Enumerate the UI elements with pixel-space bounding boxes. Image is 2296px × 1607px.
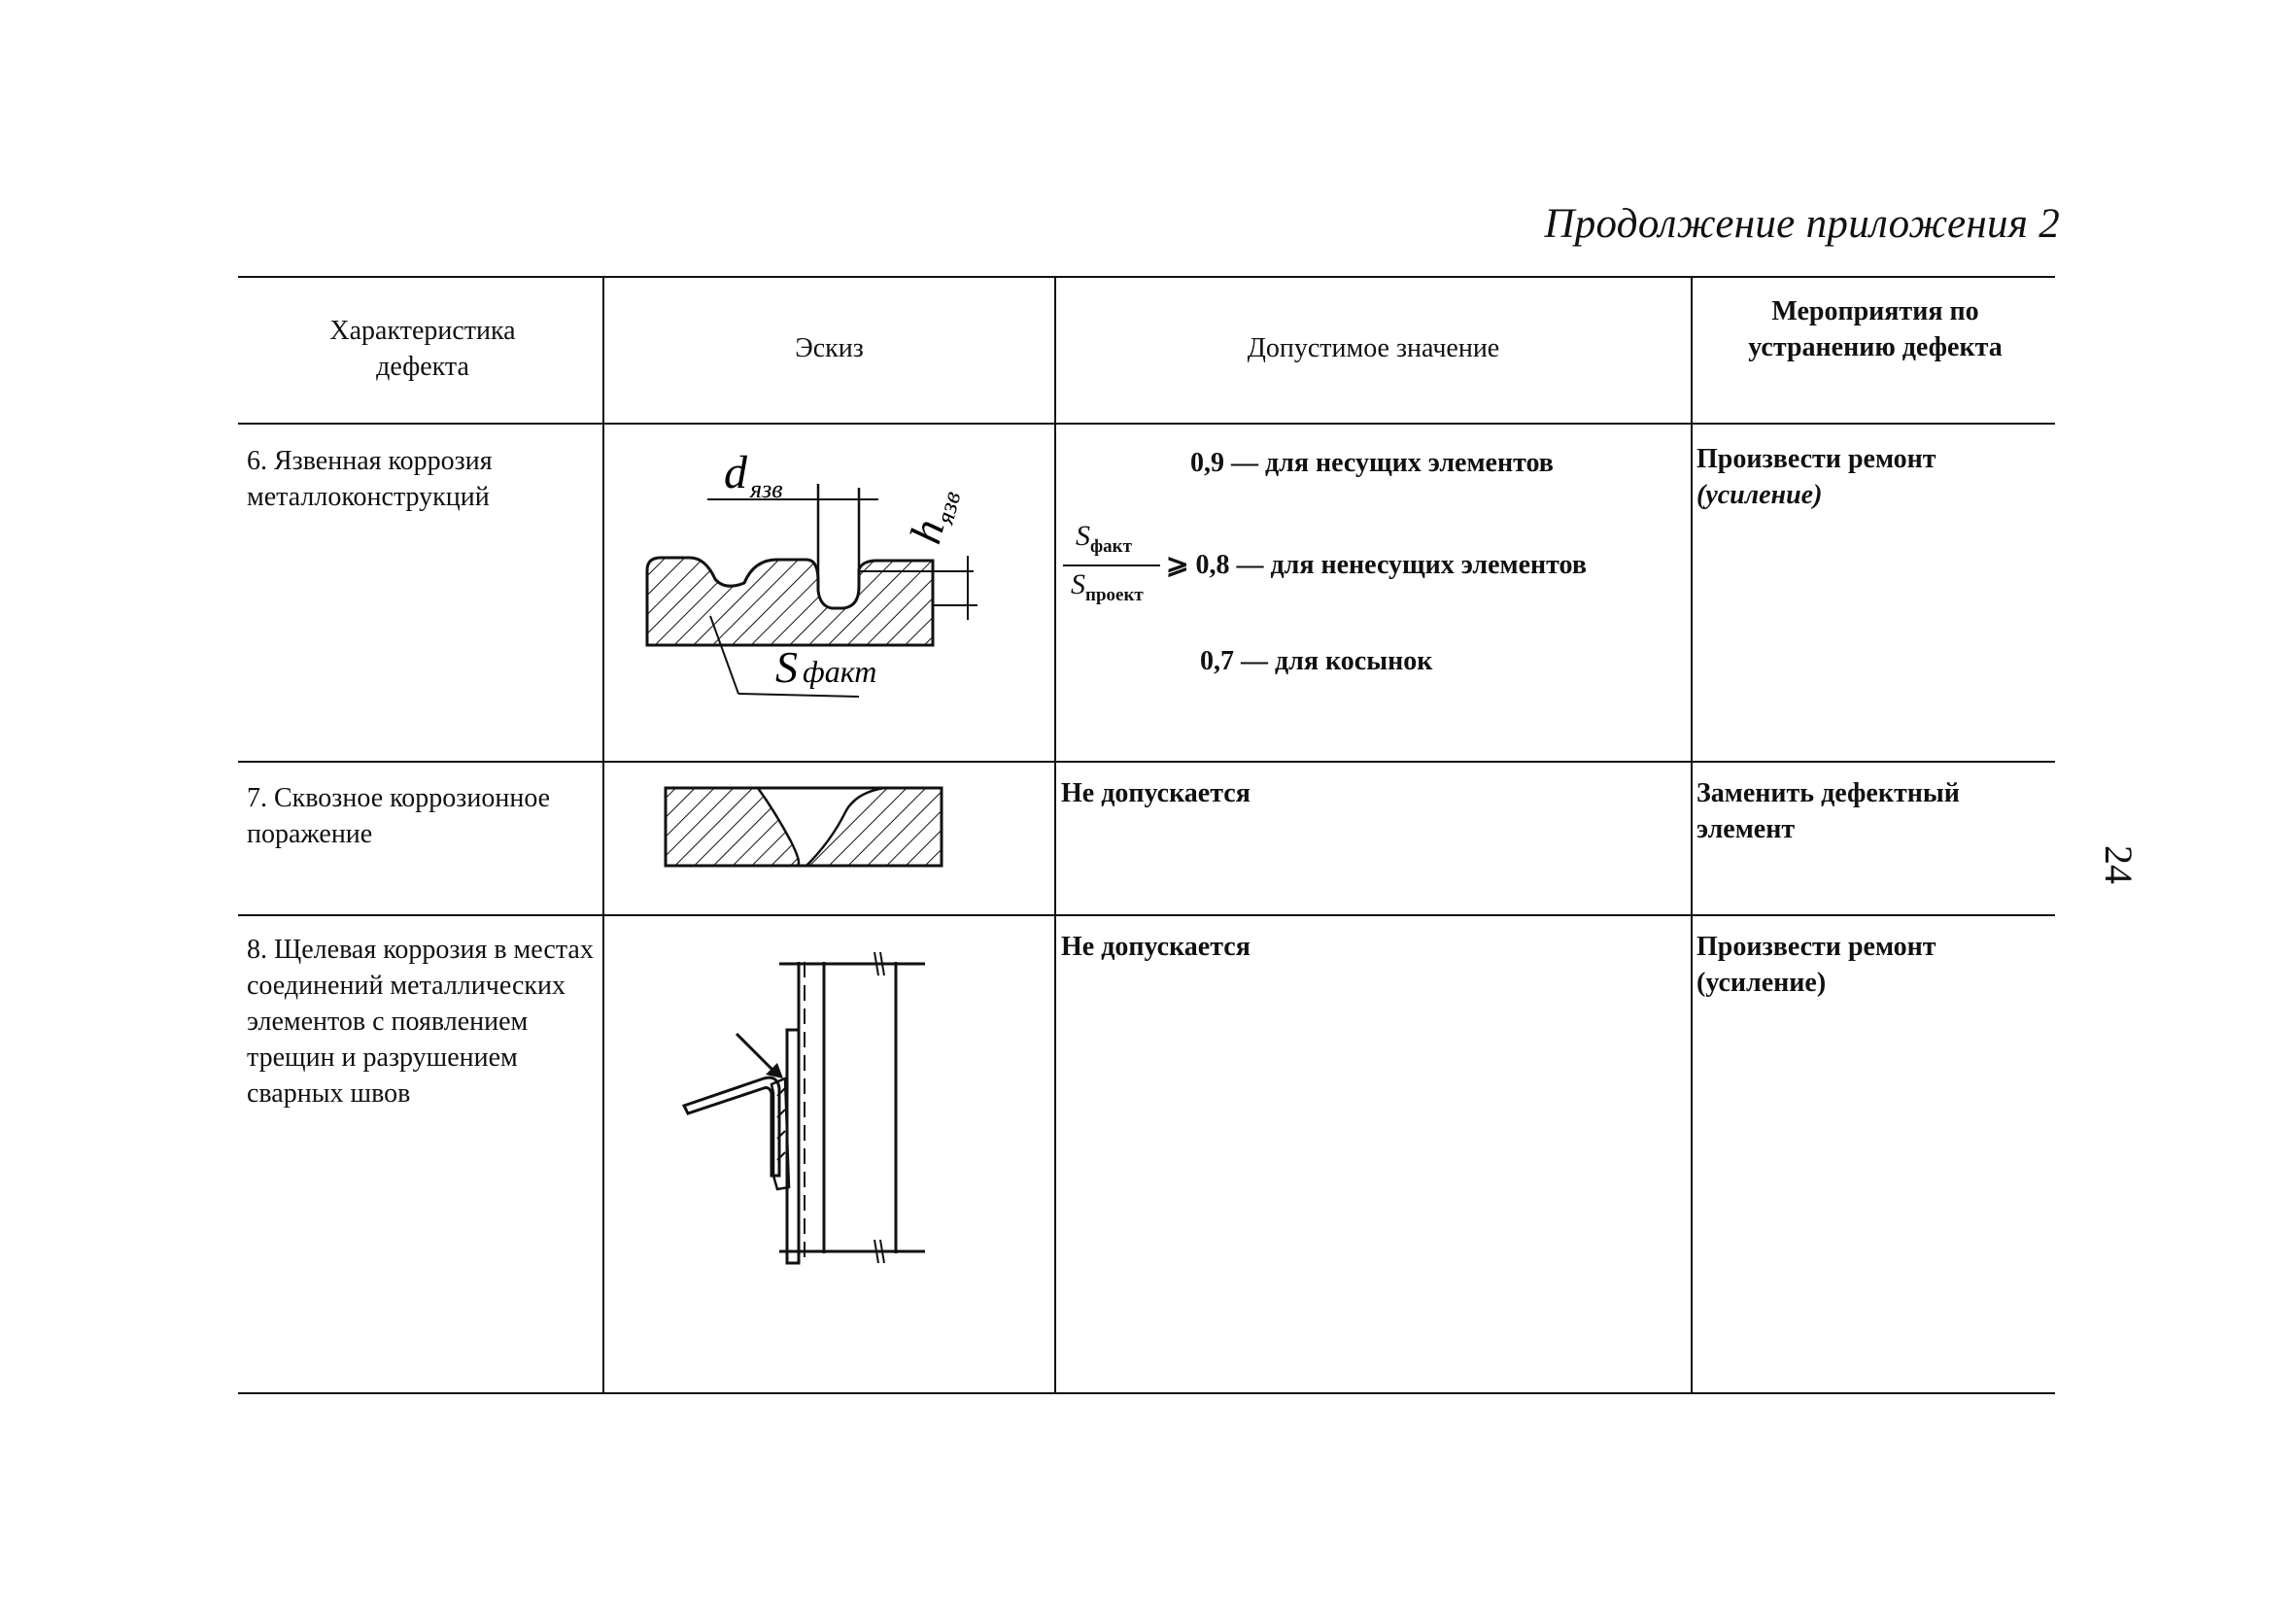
row8-measures-note: (усиление) bbox=[1696, 968, 1827, 998]
row8-characteristic: 8. Щелевая коррозия в местах соединений … bbox=[247, 935, 594, 1109]
row6-allowable-line1: 0,9 — для несущих элементов bbox=[1190, 448, 1554, 478]
table-bottom-rule bbox=[238, 1392, 2055, 1394]
row7-through-corrosion-sketch bbox=[664, 786, 943, 868]
svg-text:d: d bbox=[724, 447, 748, 498]
column-divider-1 bbox=[602, 276, 604, 1394]
row6-sketch-label-d: d язв bbox=[724, 447, 783, 503]
row7-measures: Заменить дефектный элемент bbox=[1696, 778, 1960, 844]
header-characteristic: Характеристика дефекта bbox=[329, 316, 516, 382]
svg-text:язв: язв bbox=[930, 489, 966, 529]
row6-allowable-fraction: Sфакт Sпроект bbox=[1061, 520, 1168, 617]
header-allowable: Допустимое значение bbox=[1247, 333, 1500, 363]
row6-pitting-sketch: d язв h язв S факт bbox=[645, 447, 977, 698]
header-measures: Мероприятия по устранению дефекта bbox=[1748, 296, 2003, 362]
row6-sketch-label-h: h язв bbox=[900, 489, 966, 549]
row6-allowable-line2: ⩾ 0,8 — для ненесущих элементов bbox=[1166, 550, 1587, 580]
header-bottom-rule bbox=[238, 423, 2055, 425]
row6-measures: Произвести ремонт bbox=[1696, 444, 1936, 474]
svg-text:язв: язв bbox=[749, 475, 783, 503]
row8-crevice-corrosion-sketch bbox=[681, 951, 925, 1265]
column-divider-2 bbox=[1054, 276, 1056, 1394]
row6-bottom-rule bbox=[238, 761, 2055, 763]
row6-sketch-label-s: S факт bbox=[775, 642, 876, 692]
row6-allowable-line3: 0,7 — для косынок bbox=[1200, 646, 1433, 676]
column-divider-3 bbox=[1691, 276, 1693, 1394]
header-sketch: Эскиз bbox=[795, 333, 864, 363]
row8-allowable: Не допускается bbox=[1061, 932, 1251, 962]
row8-measures: Произвести ремонт bbox=[1696, 932, 1936, 962]
row6-measures-note: (усиление) bbox=[1696, 480, 1823, 510]
row7-characteristic: 7. Сквозное коррозионное поражение bbox=[247, 783, 551, 849]
svg-text:факт: факт bbox=[803, 654, 876, 689]
table-caption: Продолжение приложения 2 bbox=[1544, 201, 2060, 247]
row6-characteristic: 6. Язвенная коррозия металлоконструкций bbox=[247, 446, 493, 512]
row7-bottom-rule bbox=[238, 914, 2055, 916]
table-top-rule bbox=[238, 276, 2055, 278]
svg-text:S: S bbox=[775, 642, 798, 692]
row7-allowable: Не допускается bbox=[1061, 778, 1251, 808]
